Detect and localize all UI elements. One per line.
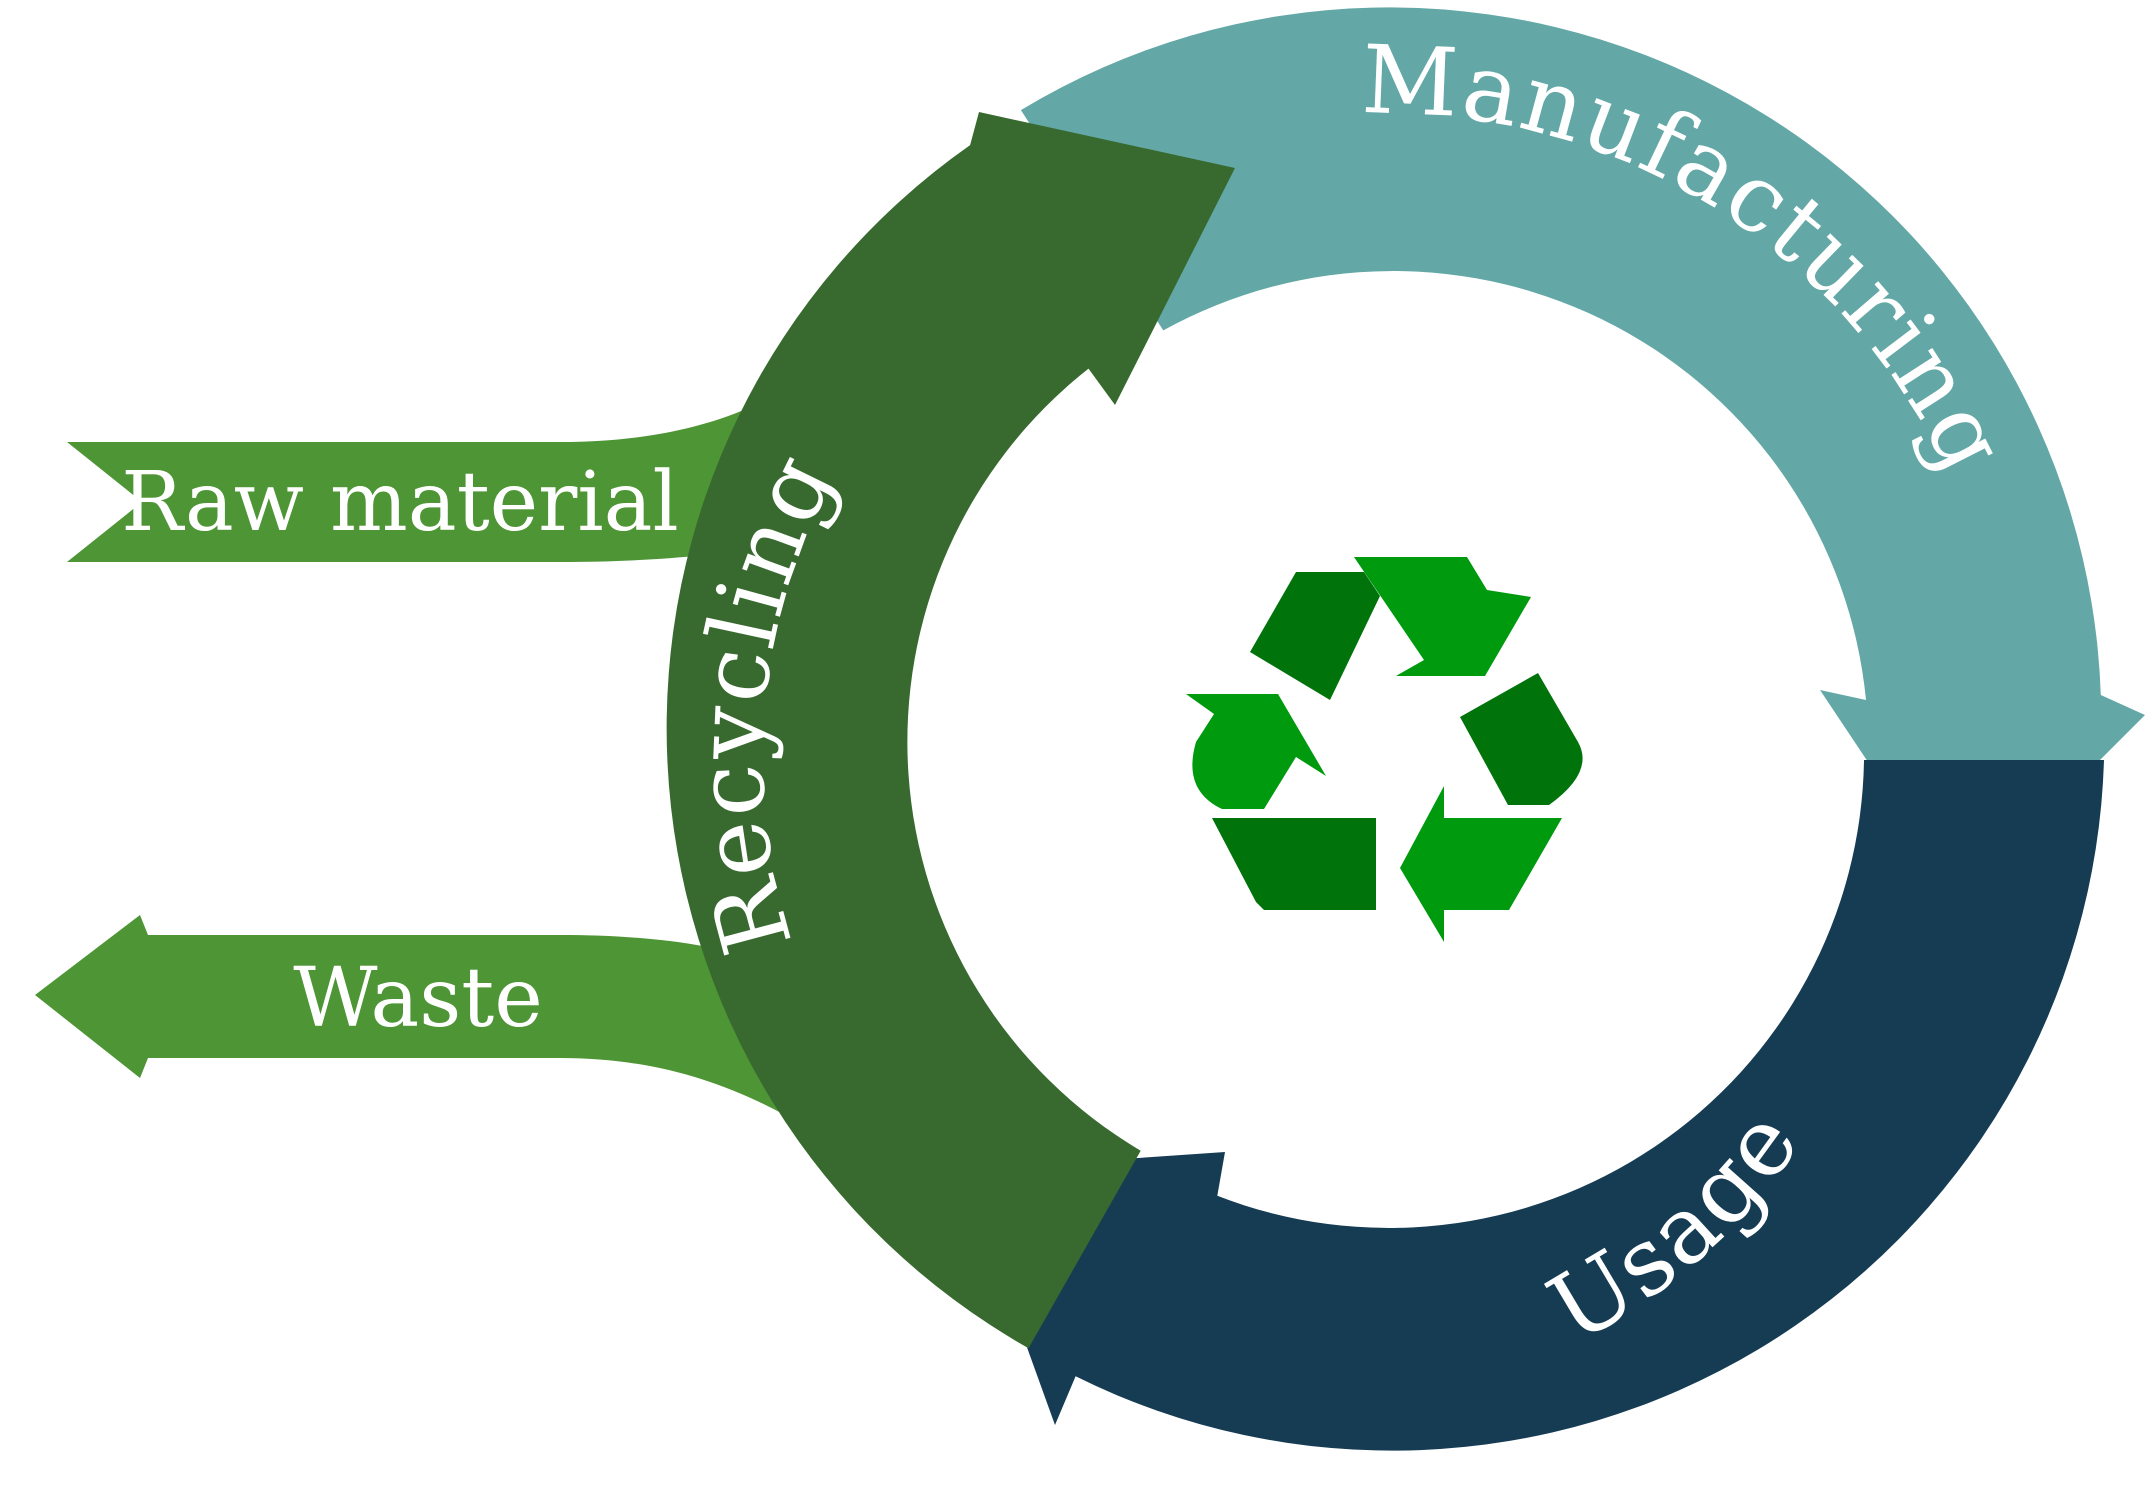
manufacturing-arc (1020, 7, 2145, 900)
recycle-icon (1186, 557, 1583, 942)
usage-arc (963, 760, 2104, 1451)
raw-material-arrow (67, 395, 785, 562)
waste-label: Waste (293, 951, 543, 1046)
waste-arrow (35, 915, 785, 1115)
raw-material-label: Raw material (121, 455, 678, 550)
recycling-arc (666, 112, 1235, 1349)
